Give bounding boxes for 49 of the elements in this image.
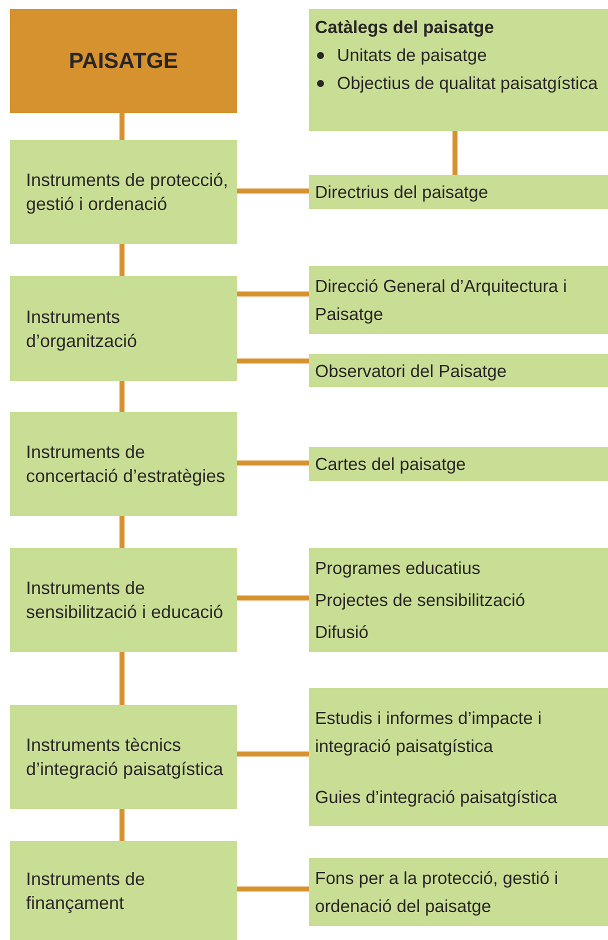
process-box xyxy=(309,354,608,387)
connector-line xyxy=(237,358,309,364)
bullet-item: Unitats de paisatge xyxy=(315,41,604,69)
box-label: Fons per a la protecció, gestió i ordenació del paisatge xyxy=(315,867,560,918)
process-box xyxy=(309,266,608,334)
connector-line xyxy=(120,244,124,276)
bullet-item: Objectius de qualitat paisatgística xyxy=(315,69,604,97)
process-box xyxy=(10,140,237,244)
box-label: Direcció General d’Arquitectura i Paisatge xyxy=(315,275,568,326)
connector-line xyxy=(237,596,309,600)
process-box xyxy=(309,175,608,209)
process-box xyxy=(10,841,237,940)
box-label: Instruments de concertació d’estratègies xyxy=(26,441,226,488)
process-box xyxy=(309,447,608,481)
box-label: Instruments tècnics d’integració paisatgística xyxy=(26,734,224,781)
process-box xyxy=(10,548,237,652)
process-box xyxy=(309,548,608,652)
box-label: Cartes del paisatge xyxy=(315,453,467,476)
list-item: Projectes de sensibilització xyxy=(315,589,526,612)
connector-line xyxy=(237,188,309,194)
box-label: Observatori del Paisatge xyxy=(315,360,508,383)
list-item: Programes educatius xyxy=(315,557,482,580)
box-label: PAISATGE xyxy=(68,48,178,74)
connector-line xyxy=(452,131,458,175)
box-label: Instruments de finançament xyxy=(26,868,146,914)
box-label: Directrius del paisatge xyxy=(315,181,490,204)
connector-line xyxy=(120,113,124,140)
list-heading: Catàlegs del paisatge xyxy=(315,16,495,39)
connector-line xyxy=(120,809,124,841)
connector-line xyxy=(120,652,124,705)
process-box xyxy=(10,412,237,516)
title-box xyxy=(10,9,237,113)
process-box xyxy=(309,9,608,131)
connector-line xyxy=(120,516,124,548)
process-box xyxy=(10,276,237,381)
connector-line xyxy=(237,886,309,892)
process-box xyxy=(309,858,608,926)
box-label: Instruments de protecció, gestió i ordenació xyxy=(26,169,229,216)
list-item: Estudis i informes d’impacte i integració paisatgística xyxy=(315,706,543,758)
process-box xyxy=(309,688,608,826)
process-box xyxy=(10,705,237,809)
box-label: Instruments d’organització xyxy=(26,306,138,352)
connector-line xyxy=(120,381,124,412)
connector-line xyxy=(237,292,309,296)
box-label: Instruments de sensibilització i educació xyxy=(26,577,224,624)
list-item: Difusió xyxy=(315,621,370,644)
connector-line xyxy=(237,460,309,466)
list-item: Guies d’integració paisatgística xyxy=(315,786,558,809)
connector-line xyxy=(237,752,309,756)
